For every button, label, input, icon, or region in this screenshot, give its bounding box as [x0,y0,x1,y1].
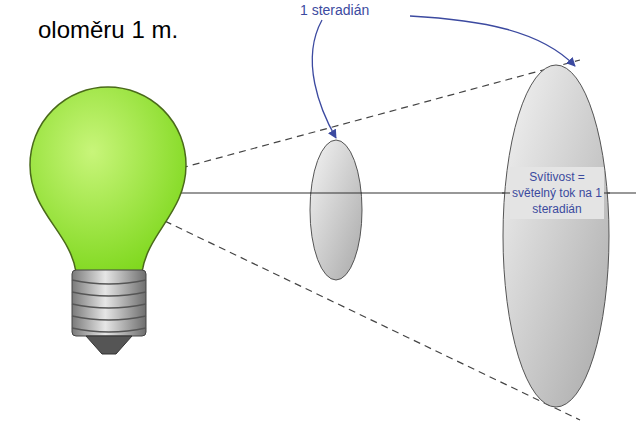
large-disc: Svítivost = světelný tok na 1 steradián [502,64,610,408]
thread-line [72,292,146,296]
bulb-tip [86,336,132,354]
screw-thread [72,280,146,332]
leader-arrow [410,16,575,66]
thread-line [72,304,146,308]
thread-line [72,328,146,332]
small-disc [310,140,362,280]
bulb-base [72,270,146,336]
axis-line [310,192,362,193]
disc-outline [502,64,610,408]
heading-fragment: oloměru 1 m. [38,16,178,44]
steradian-label: 1 steradián [300,2,369,18]
disc-caption: Svítivost = světelný tok na 1 steradián [510,167,604,220]
thread-line [72,280,146,284]
bulb-globe [30,87,186,272]
leader-arrow [312,20,336,138]
disc-shape [503,65,609,407]
thread-line [72,316,146,320]
